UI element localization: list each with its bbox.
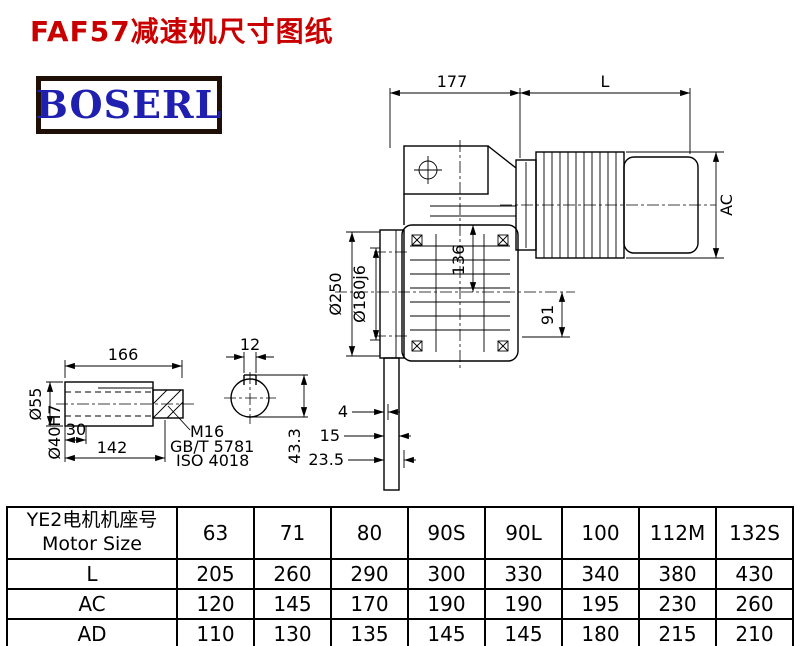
- cell: 230: [638, 588, 717, 620]
- table-row-AC: AC 120 145 170 190 190 195 230 260: [6, 588, 794, 620]
- row-label-L: L: [6, 558, 178, 590]
- cell: 145: [484, 618, 563, 646]
- row-label-AC: AC: [6, 588, 178, 620]
- dim-label-23-5: 23.5: [308, 450, 344, 469]
- cell: 210: [715, 618, 794, 646]
- cell: 205: [176, 558, 255, 590]
- size-col-112M: 112M: [638, 506, 717, 560]
- dim-label-166: 166: [108, 345, 139, 364]
- shaft-end-view: 12: [224, 335, 276, 424]
- motor-size-header: YE2电机机座号 Motor Size: [6, 506, 178, 560]
- dim-label-55: Ø55: [26, 388, 45, 421]
- dim-label-30: 30: [66, 420, 86, 439]
- cell: 135: [330, 618, 409, 646]
- cell: 170: [330, 588, 409, 620]
- cell: 330: [484, 558, 563, 590]
- size-col-63: 63: [176, 506, 255, 560]
- cell: 430: [715, 558, 794, 590]
- cell: 190: [407, 588, 486, 620]
- cell: 110: [176, 618, 255, 646]
- size-col-80: 80: [330, 506, 409, 560]
- cell: 260: [715, 588, 794, 620]
- cell: 260: [253, 558, 332, 590]
- cell: 130: [253, 618, 332, 646]
- dim-label-15: 15: [320, 426, 340, 445]
- size-col-71: 71: [253, 506, 332, 560]
- cell: 290: [330, 558, 409, 590]
- cell: 215: [638, 618, 717, 646]
- table-header-row: YE2电机机座号 Motor Size 63 71 80 90S 90L 100…: [6, 506, 794, 560]
- header-cn: YE2电机机座号: [26, 509, 158, 532]
- cell: 190: [484, 588, 563, 620]
- dim-label-AC: AC: [717, 194, 736, 216]
- thread-label-iso: ISO 4018: [176, 451, 249, 470]
- dim-label-43-3: 43.3: [285, 428, 304, 464]
- cell: 180: [561, 618, 640, 646]
- size-col-100: 100: [561, 506, 640, 560]
- shaft-detail-view: 166 Ø55 Ø40H7 30 142: [26, 345, 254, 470]
- dim-label-180j6: Ø180j6: [350, 265, 369, 323]
- dim-label-250: Ø250: [326, 272, 345, 315]
- motor-size-table: YE2电机机座号 Motor Size 63 71 80 90S 90L 100…: [6, 506, 794, 646]
- bottom-dimensions: 4 15 23.5 43.3: [252, 374, 416, 469]
- cell: 145: [253, 588, 332, 620]
- row-label-AD: AD: [6, 618, 178, 646]
- thread-label-gbt: GB/T 5781: [170, 437, 254, 456]
- cell: 145: [407, 618, 486, 646]
- size-col-132S: 132S: [715, 506, 794, 560]
- cell: 120: [176, 588, 255, 620]
- size-col-90S: 90S: [407, 506, 486, 560]
- table-row-AD: AD 110 130 135 145 145 180 215 210: [6, 618, 794, 646]
- dim-label-L: L: [601, 72, 610, 91]
- dim-label-136: 136: [449, 245, 468, 276]
- top-dimensions: 177 L: [389, 72, 691, 158]
- dim-label-12: 12: [240, 335, 260, 354]
- cell: 340: [561, 558, 640, 590]
- dim-label-4: 4: [338, 402, 348, 421]
- cell: 195: [561, 588, 640, 620]
- thread-label-m16: M16: [190, 422, 224, 441]
- table-row-L: L 205 260 290 300 330 340 380 430: [6, 558, 794, 590]
- dim-label-142: 142: [97, 438, 128, 457]
- logo-text: BOSERL: [35, 82, 223, 127]
- boserl-logo: BOSERL: [36, 76, 222, 134]
- cell: 380: [638, 558, 717, 590]
- dim-label-177: 177: [437, 72, 468, 91]
- dim-label-40H7: Ø40H7: [45, 404, 64, 459]
- gearbox-view: 136 91: [335, 140, 575, 370]
- size-col-90L: 90L: [484, 506, 563, 560]
- cell: 300: [407, 558, 486, 590]
- technical-drawing: 177 L AC: [26, 72, 736, 491]
- flange-view: Ø250 Ø180j6: [326, 229, 410, 491]
- dim-label-91: 91: [538, 305, 557, 325]
- page-title: FAF57减速机尺寸图纸: [30, 15, 334, 48]
- motor-view: AC: [500, 151, 736, 259]
- header-en: Motor Size: [42, 533, 142, 555]
